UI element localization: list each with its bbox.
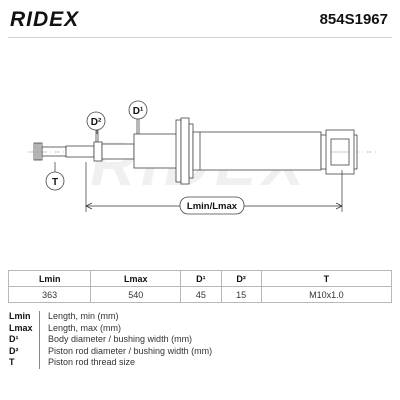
- legend-item: Lmax Length, max (mm): [9, 322, 212, 335]
- legend-item: Lmin Length, min (mm): [9, 311, 212, 323]
- d2-marker: [86, 111, 106, 131]
- part-number: 854S1967: [319, 11, 388, 28]
- legend-key: Lmax: [9, 322, 33, 333]
- legend-key: D²: [9, 345, 19, 356]
- legend-key: Lmin: [9, 311, 31, 321]
- legend-text: Body diameter / bushing width (mm): [48, 334, 193, 345]
- legend-divider: [39, 357, 40, 369]
- legend-text: Piston rod thread size: [48, 357, 136, 368]
- d1-label: D¹: [133, 106, 144, 117]
- length-label: Lmin/Lmax: [187, 201, 238, 212]
- spec-header-cell: Lmin: [7, 270, 92, 287]
- spec-value-row: 363 540 45 15 M10x1.0: [7, 286, 393, 303]
- spec-header-cell: Lmax: [90, 270, 182, 287]
- legend-item: T Piston rod thread size: [9, 357, 212, 369]
- brand-logo: RIDEX: [10, 8, 80, 31]
- legend-text: Length, min (mm): [48, 311, 119, 321]
- spec-header-cell: D²: [220, 270, 262, 287]
- spec-header-cell: T: [260, 270, 393, 287]
- legend: Lmin Length, min (mm) Lmax Length, max (…: [9, 311, 212, 369]
- spec-value-cell: 540: [90, 286, 182, 303]
- spec-header-cell: D¹: [180, 270, 222, 287]
- d1-marker: [128, 100, 148, 120]
- damper-body: [133, 117, 322, 185]
- legend-item: D¹ Body diameter / bushing width (mm): [9, 334, 212, 346]
- spec-value-cell: 363: [7, 286, 92, 303]
- eye-mount: [320, 129, 358, 175]
- spec-table: Lmin Lmax D¹ D² T 363 540 45 15 M10x1.0: [7, 270, 393, 303]
- spec-value-cell: 15: [220, 286, 262, 303]
- d2-label: D²: [91, 117, 102, 128]
- header-divider: [8, 37, 392, 38]
- legend-text: Length, max (mm): [48, 322, 122, 333]
- spec-value-cell: M10x1.0: [260, 286, 393, 303]
- legend-divider: [39, 345, 40, 358]
- legend-divider: [39, 311, 40, 323]
- thread-stud: [33, 142, 67, 161]
- legend-divider: [39, 322, 40, 335]
- shock-absorber-diagram: RIDEX D²: [28, 100, 378, 215]
- legend-key: D¹: [9, 334, 19, 345]
- d1-dimension: [136, 118, 140, 134]
- length-label-box: [179, 196, 245, 215]
- t-marker: [45, 171, 65, 191]
- legend-text: Piston rod diameter / bushing width (mm): [48, 345, 213, 356]
- piston-rod: [65, 141, 135, 162]
- legend-key: T: [9, 357, 15, 368]
- legend-divider: [39, 334, 40, 346]
- legend-item: D² Piston rod diameter / bushing width (…: [9, 345, 213, 358]
- spec-header-row: Lmin Lmax D¹ D² T: [7, 270, 393, 287]
- t-label: T: [52, 177, 58, 188]
- spec-value-cell: 45: [180, 286, 222, 303]
